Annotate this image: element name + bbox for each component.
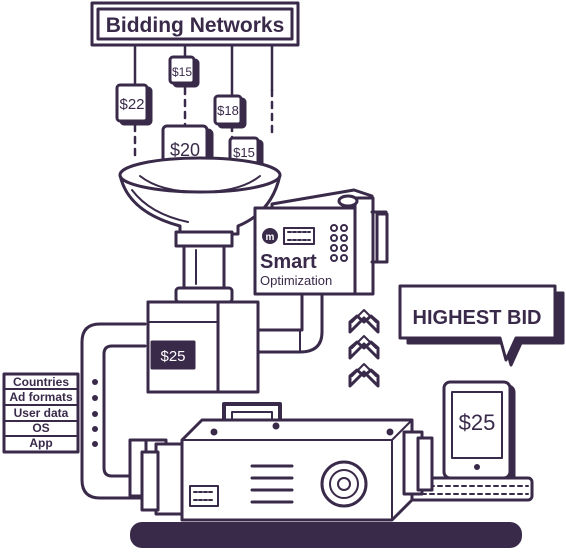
bid-value: $15 (172, 65, 192, 79)
central-box: $25 (146, 300, 260, 394)
heart-icons (348, 309, 380, 388)
funnel-neck (174, 230, 234, 304)
machine-vents (250, 464, 294, 504)
floor-shadow (130, 522, 522, 548)
bid-card-22: $22 (115, 83, 153, 126)
bid-card-15-top: $15 (168, 55, 200, 88)
pipe-display-value: $25 (160, 348, 185, 365)
heart-icon (348, 368, 380, 388)
speaker-icon (320, 460, 368, 508)
main-machine (140, 402, 434, 522)
signal-app: App (29, 436, 52, 450)
bid-value: $18 (217, 103, 239, 118)
phone-bid-value: $25 (459, 410, 496, 435)
optimizer-keypad (283, 227, 315, 245)
svg-text:m: m (266, 232, 275, 243)
signal-dots (92, 379, 98, 447)
optimizer-title: Smart (260, 251, 317, 273)
heart-icon (348, 340, 380, 360)
signal-tabs: Countries Ad formats User data OS App (2, 372, 98, 454)
optimizer-dots (330, 224, 348, 262)
m-logo-icon (262, 228, 278, 244)
bid-value: $20 (170, 140, 200, 160)
pipe-display (150, 340, 196, 370)
optimizer-subtitle: Optimization (260, 273, 332, 288)
banner-title: Bidding Networks (106, 14, 285, 37)
highest-bid-bubble: HIGHEST BID (398, 284, 565, 367)
heart-icon (348, 314, 380, 334)
bid-card-18: $18 (213, 94, 247, 129)
signal-ad-formats: Ad formats (9, 390, 73, 404)
phone-home-button[interactable] (474, 464, 480, 470)
smart-optimization-box: m Smart Optimization (253, 188, 389, 296)
machine-handle[interactable] (222, 402, 282, 426)
machine-keypad (189, 485, 219, 507)
top-knob[interactable] (337, 194, 359, 208)
result-phone: $25 (442, 380, 516, 484)
signal-user-data: User data (14, 406, 69, 420)
highest-bid-label: HIGHEST BID (413, 307, 542, 329)
signal-countries: Countries (13, 375, 69, 389)
bid-value: $15 (233, 145, 255, 160)
signal-os: OS (32, 421, 49, 435)
bid-value: $22 (119, 96, 144, 113)
bidding-networks-banner: Bidding Networks (90, 1, 300, 47)
